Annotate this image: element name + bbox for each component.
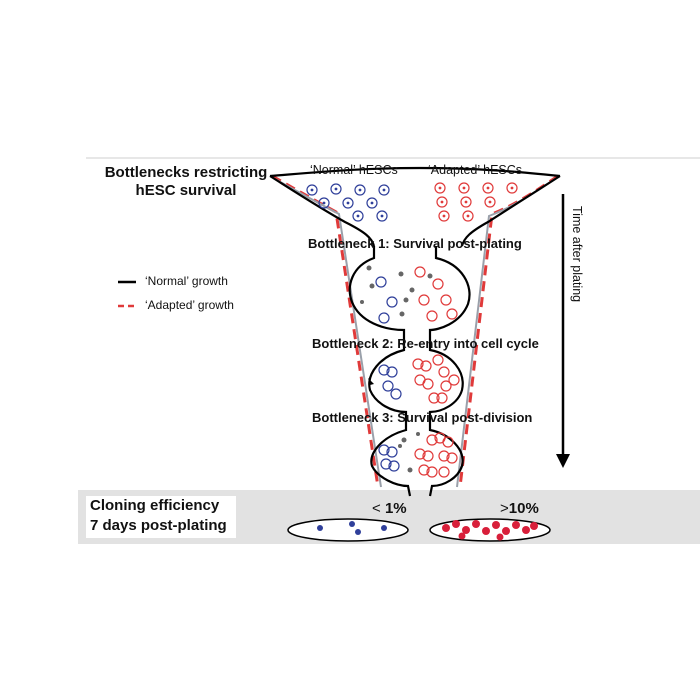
normal-cell-nuclei-top: [310, 187, 386, 218]
normal-efficiency-symbol: <: [372, 500, 381, 517]
adapted-efficiency-symbol: >: [500, 500, 509, 517]
normal-cells-chamber1: [375, 276, 398, 324]
normal-efficiency-value: 1%: [384, 500, 407, 517]
normal-efficiency: < 1%: [372, 500, 407, 517]
diagram-title: Bottlenecks restricting hESC survival: [86, 164, 286, 200]
bottleneck-2-label: Bottleneck 2: Re-entry into cell cycle: [312, 336, 539, 351]
title-line-2: hESC survival: [135, 182, 237, 199]
cloning-label-line-1: Cloning efficiency: [90, 497, 220, 514]
adapted-cells-chamber3: [414, 432, 458, 478]
normal-cells-chamber2: [378, 364, 402, 400]
adapted-cells-chamber1: [414, 266, 458, 322]
cursor-mark: [368, 378, 374, 385]
normal-dish: [287, 518, 409, 542]
debris-chamber1: [360, 265, 433, 317]
legend-adapted-label: ‘Adapted’ growth: [145, 298, 234, 312]
funnel-shadow: [274, 178, 556, 488]
adapted-dish: [429, 518, 551, 542]
adapted-growth-outline: [271, 174, 559, 488]
cloning-label-line-2: 7 days post-plating: [90, 517, 227, 534]
normal-growth-outline: [269, 166, 561, 497]
bottleneck-1-label: Bottleneck 1: Survival post-plating: [308, 236, 522, 251]
adapted-cell-nuclei-top: [438, 186, 514, 218]
adapted-efficiency-value: 10%: [508, 500, 539, 517]
title-line-1: Bottlenecks restricting: [104, 164, 268, 181]
debris-chamber3: [398, 432, 420, 473]
normal-cells-chamber3: [378, 444, 400, 472]
bottleneck-3-label: Bottleneck 3: Survival post-division: [312, 410, 533, 425]
normal-hesc-label: ‘Normal’ hESCs: [310, 163, 398, 177]
adapted-hesc-label: ‘Adapted’ hESCs: [428, 163, 523, 177]
adapted-efficiency: >10%: [500, 500, 539, 517]
time-axis-label: Time after plating: [570, 206, 584, 303]
adapted-cells-chamber2: [412, 354, 460, 404]
normal-cells-top: [306, 183, 390, 222]
adapted-cells-top: [434, 182, 518, 222]
time-arrow-head: [556, 454, 570, 468]
legend-normal-label: ‘Normal’ growth: [145, 274, 228, 288]
cloning-label-box: Cloning efficiency 7 days post-plating: [86, 496, 236, 538]
